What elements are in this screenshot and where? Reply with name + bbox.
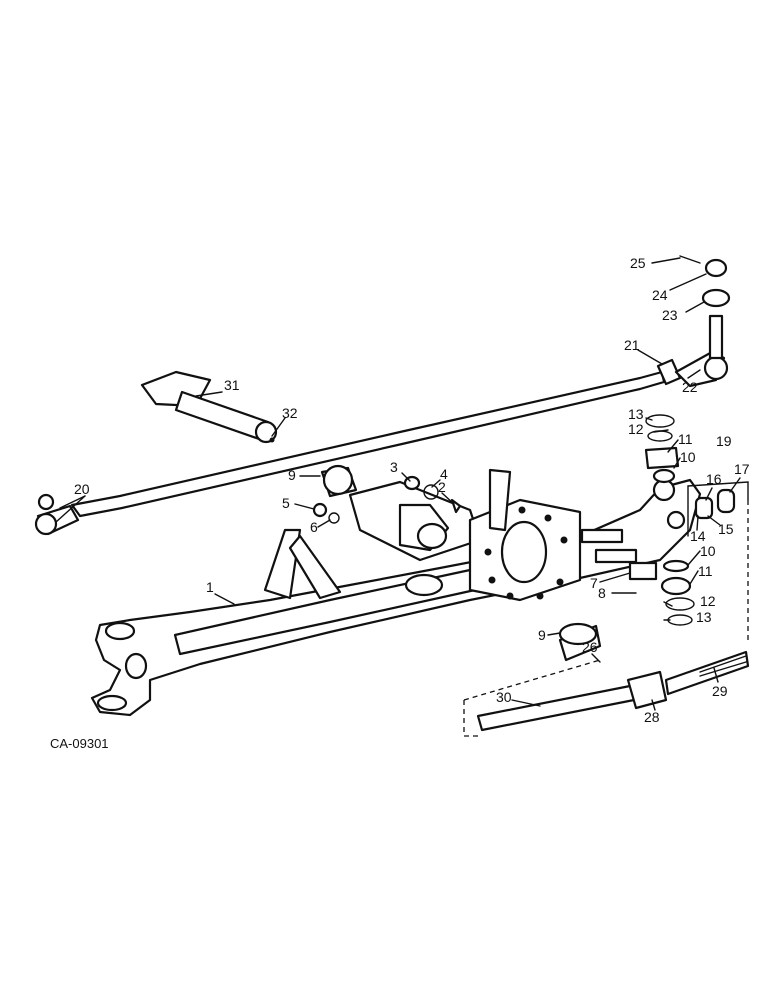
- bearing-stack: [644, 414, 749, 626]
- drawing-code: CA-09301: [50, 736, 109, 751]
- callout-10-lower: 10: [700, 543, 716, 559]
- callout-30: 30: [496, 689, 512, 705]
- callout-labels: 1 2 3 4 5 6 7 8 9 9 10 10 11 11 12 12 13…: [74, 255, 750, 725]
- callout-29: 29: [712, 683, 728, 699]
- callout-10-upper: 10: [680, 449, 696, 465]
- callout-4: 4: [440, 466, 448, 482]
- callout-23: 23: [662, 307, 678, 323]
- axle-housing: [90, 468, 702, 717]
- callout-3: 3: [390, 459, 398, 475]
- callout-6: 6: [310, 519, 318, 535]
- callout-15: 15: [718, 521, 734, 537]
- callout-19: 19: [716, 433, 732, 449]
- callout-9-lower: 9: [538, 627, 546, 643]
- callout-22: 22: [682, 379, 698, 395]
- callout-13-lower: 13: [696, 609, 712, 625]
- callout-13-upper: 13: [628, 406, 644, 422]
- callout-14: 14: [690, 528, 706, 544]
- callout-12-lower: 12: [700, 593, 716, 609]
- callout-7: 7: [590, 575, 598, 591]
- bolt-circle: [484, 506, 568, 600]
- callout-12-upper: 12: [628, 421, 644, 437]
- callout-26: 26: [582, 639, 598, 655]
- callout-16: 16: [706, 471, 722, 487]
- callout-8: 8: [598, 585, 606, 601]
- callout-24: 24: [652, 287, 668, 303]
- callout-2: 2: [438, 479, 446, 495]
- callout-20: 20: [74, 481, 90, 497]
- callout-31: 31: [224, 377, 240, 393]
- callout-11-lower: 11: [698, 563, 713, 579]
- leader-lines: [55, 257, 741, 711]
- pivot-parts: [312, 464, 658, 662]
- callout-1: 1: [206, 579, 214, 595]
- steering-cylinder: [140, 370, 278, 444]
- callout-28: 28: [644, 709, 660, 725]
- callout-9-upper: 9: [288, 467, 296, 483]
- callout-17: 17: [734, 461, 750, 477]
- axle-shaft-assembly: [463, 500, 750, 737]
- callout-21: 21: [624, 337, 640, 353]
- callout-32: 32: [282, 405, 298, 421]
- callout-11-upper: 11: [678, 431, 693, 447]
- callout-5: 5: [282, 495, 290, 511]
- callout-25: 25: [630, 255, 646, 271]
